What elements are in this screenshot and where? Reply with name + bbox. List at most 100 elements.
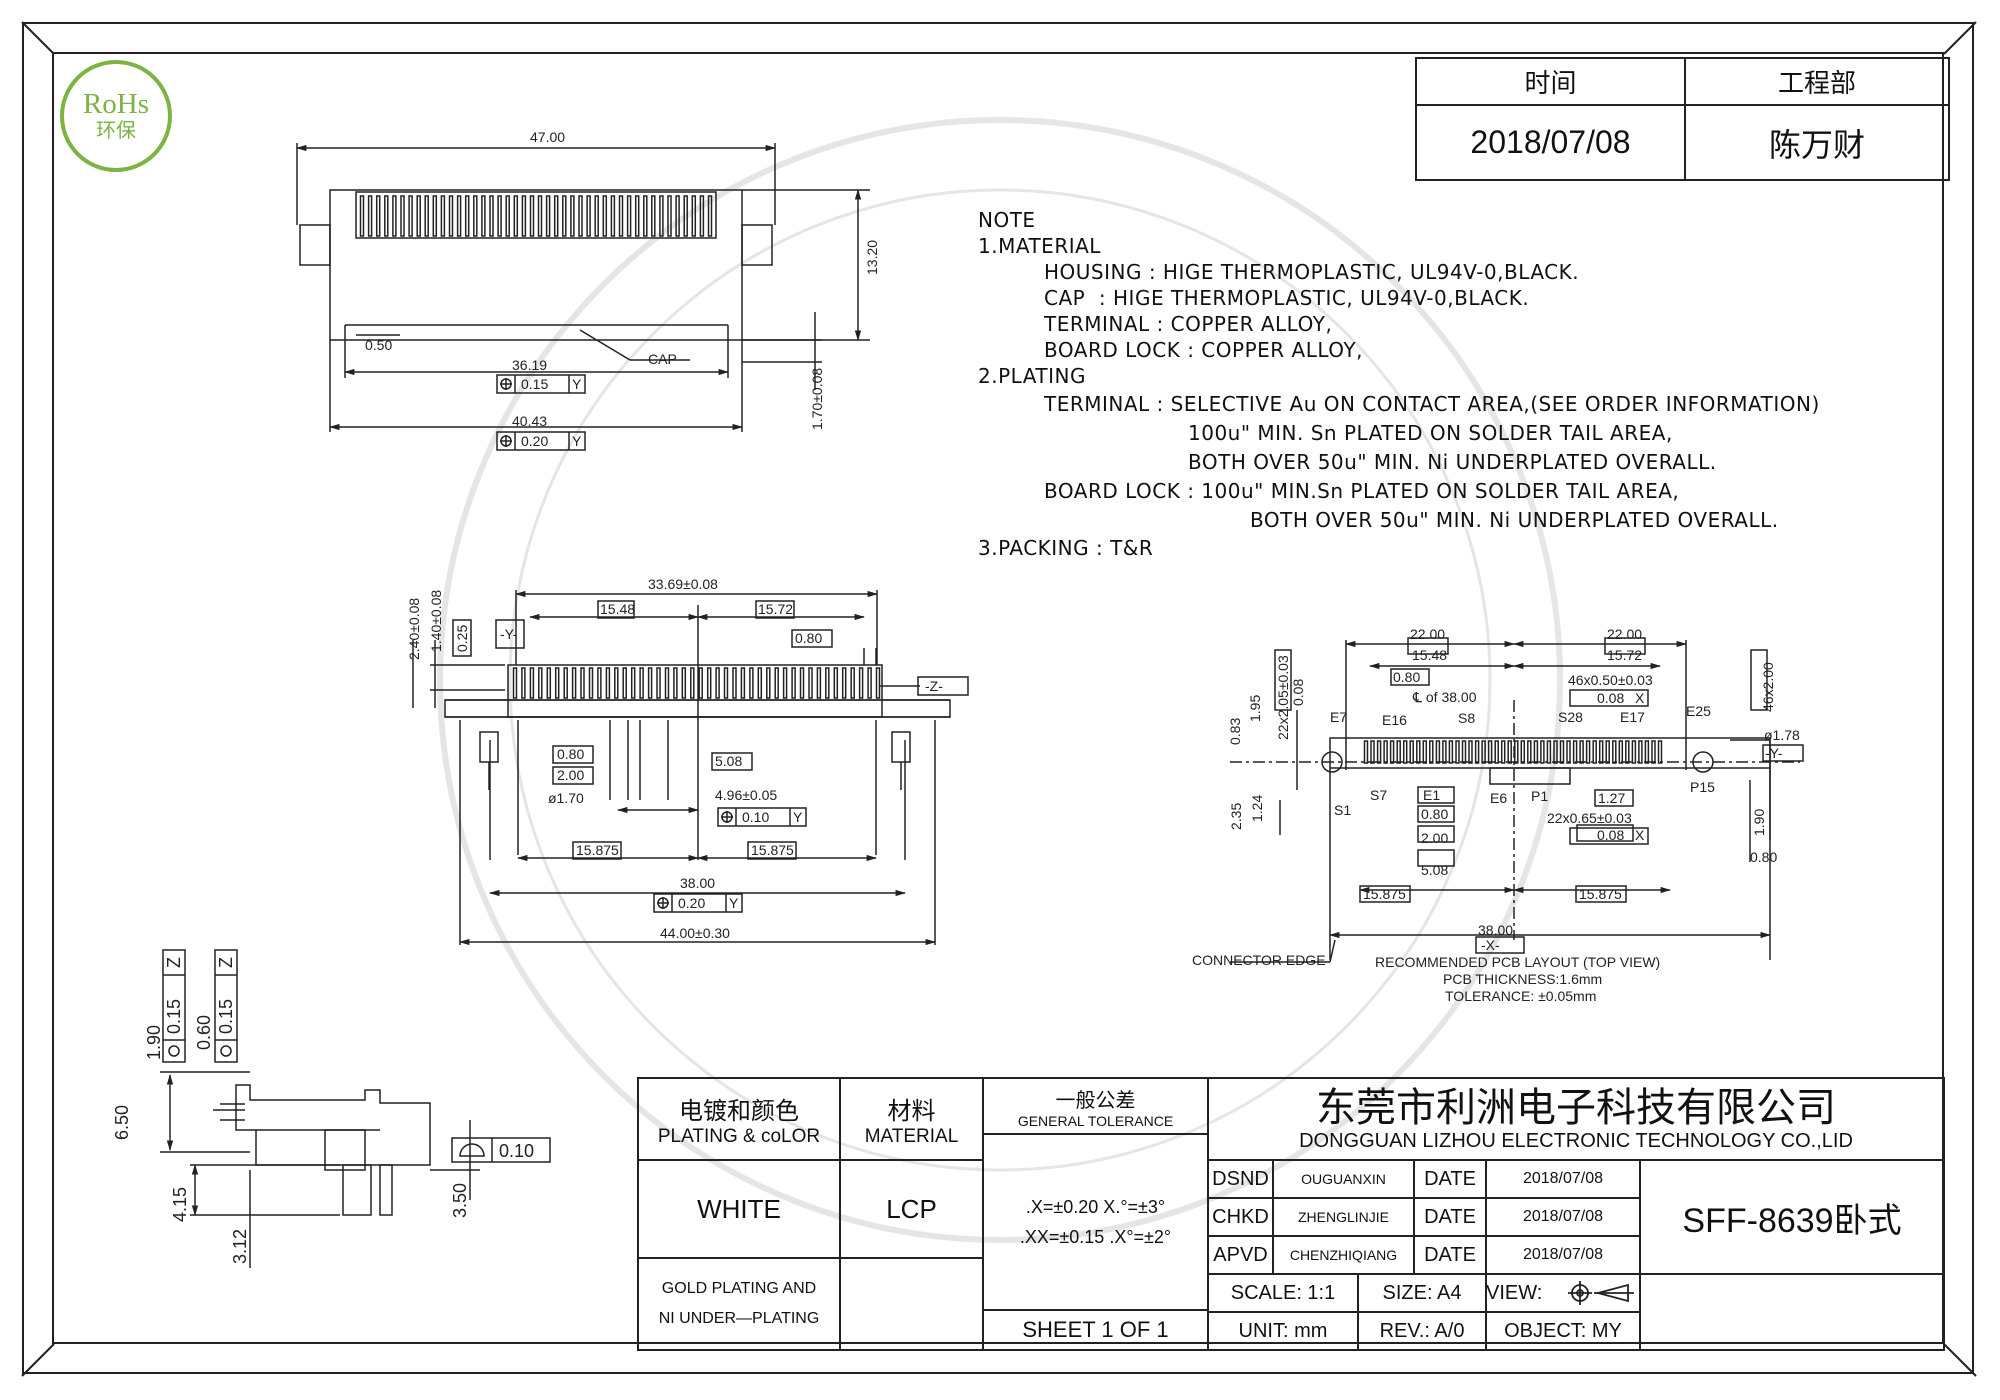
- approval-date-tb: 2018/07/08: [1522, 1246, 1604, 1263]
- contact-pin: [651, 195, 656, 237]
- note-plating-terminal-2: 100u" MIN. Sn PLATED ON SOLDER TAIL AREA…: [1188, 421, 1673, 445]
- datum-y-1: Y: [572, 376, 582, 392]
- pcb-22-00-b: 22.00: [1607, 626, 1642, 642]
- pcb-tol-008-b: 0.08: [1597, 827, 1624, 843]
- contact-pin: [359, 195, 365, 237]
- pcb-pads: [1363, 740, 1663, 764]
- dim-40-43: 40.43: [512, 413, 547, 429]
- tolerance-values: .X=±0.20 X.°=±3° .XX=±0.15 .X°=±2°: [983, 1134, 1208, 1310]
- contact-pin: [384, 195, 389, 237]
- contact-pin: [690, 667, 695, 699]
- contact-pin: [1651, 740, 1656, 764]
- datum-z-front: -Z-: [925, 678, 943, 694]
- frame-corners: [21, 21, 1977, 1377]
- contact-pin: [643, 195, 648, 237]
- pcb-x-a: X: [1635, 690, 1645, 706]
- left-lock: [299, 224, 331, 266]
- dsnd-label: DSND: [1212, 1167, 1269, 1190]
- contact-pin: [424, 195, 429, 237]
- pcb-2-00: 2.00: [1421, 830, 1448, 846]
- contact-pin: [594, 195, 599, 237]
- contact-pin: [1546, 740, 1552, 764]
- pcb-p1: P1: [1531, 788, 1548, 804]
- side-3-12: 3.12: [230, 1229, 250, 1264]
- pcb-5-08: 5.08: [1421, 862, 1448, 878]
- side-0-60: 0.60: [194, 1015, 214, 1050]
- view-symbol: [1568, 1281, 1634, 1305]
- contact-pin: [1598, 740, 1604, 764]
- dim-4-96: 4.96±0.05: [715, 787, 777, 803]
- contact-pin: [1363, 740, 1369, 764]
- tolerance-header-cn: 一般公差: [1055, 1089, 1136, 1112]
- contact-pin: [538, 667, 543, 699]
- company-header: 东莞市利洲电子科技有限公司 DONGGUAN LIZHOU ELECTRONIC…: [1208, 1078, 1944, 1160]
- contact-pin: [571, 667, 577, 699]
- pcb-labels: 22.00 22.00 15.48 15.72 0.80 ℄ of 38.00 …: [1192, 626, 1800, 1004]
- contact-pin: [1487, 740, 1493, 764]
- contact-pin: [1527, 740, 1532, 764]
- contact-pin: [580, 667, 585, 699]
- dept-label: 工程部: [1777, 68, 1856, 98]
- contact-pin: [586, 195, 591, 237]
- revision: REV.: A/0: [1379, 1319, 1465, 1342]
- dim-13-20: 13.20: [864, 240, 880, 275]
- contact-pin: [1644, 740, 1650, 764]
- top-view: [295, 143, 870, 451]
- designer-name: OUGUANXIN: [1301, 1171, 1386, 1187]
- dim-0-25: 0.25: [454, 625, 470, 652]
- pcb-s28: S28: [1558, 709, 1583, 725]
- contact-pin: [825, 667, 830, 699]
- dim-1-40: 1.40±0.08: [428, 590, 444, 652]
- pcb-15-72: 15.72: [1607, 647, 1642, 663]
- contact-pin: [774, 667, 779, 699]
- datum-y-3: Y: [793, 809, 803, 825]
- front-view: [412, 590, 969, 946]
- pcb-tol-008-v: 0.08: [1290, 679, 1306, 706]
- view-label: VIEW:: [1486, 1281, 1543, 1304]
- contact-pin: [588, 667, 594, 699]
- contact-pin: [639, 667, 644, 699]
- part-number: SFF-8639卧式: [1682, 1201, 1902, 1240]
- pcb-centerline: ℄ of 38.00: [1412, 689, 1477, 705]
- company-name-cn: 东莞市利洲电子科技有限公司: [1316, 1085, 1836, 1130]
- pcb-pitch-050: 46x0.50±0.03: [1568, 672, 1653, 688]
- dim-47: 47.00: [530, 129, 565, 145]
- finish-note: GOLD PLATING AND NI UNDER—PLATING: [638, 1258, 840, 1350]
- pcb-p15: P15: [1690, 779, 1715, 795]
- dim-15-48: 15.48: [600, 601, 635, 617]
- dim-0-80-b: 0.80: [557, 746, 584, 762]
- contact-pin: [1566, 740, 1571, 764]
- pcb-15-875-b: 15.875: [1579, 886, 1622, 902]
- tolerance-header: 一般公差 GENERAL TOLERANCE: [983, 1078, 1208, 1134]
- contact-pin: [808, 667, 813, 699]
- contact-pin: [408, 195, 413, 237]
- contact-pin: [706, 667, 712, 699]
- tolerance-header-en: GENERAL TOLERANCE: [1017, 1112, 1174, 1129]
- note-plating-lock-1: BOARD LOCK : 100u" MIN.Sn PLATED ON SOLD…: [1044, 479, 1680, 503]
- pcb-0-80-a: 0.80: [1393, 669, 1420, 685]
- date-label-1: DATE: [1424, 1167, 1476, 1190]
- pcb-datum-y: -Y-: [1765, 745, 1783, 761]
- dim-1-70: 1.70±0.08: [809, 368, 825, 430]
- contact-pin: [1657, 740, 1663, 764]
- pcb-2-35: 2.35: [1228, 803, 1244, 830]
- material-value: LCP: [886, 1193, 937, 1224]
- note-cap: CAP : HIGE THERMOPLASTIC, UL94V-0,BLACK.: [1044, 286, 1530, 310]
- contact-pin: [1370, 740, 1375, 764]
- material-header: 材料 MATERIAL: [840, 1078, 983, 1160]
- contact-pin: [757, 667, 763, 699]
- contact-pin: [554, 667, 560, 699]
- pcb-22x2-05: 22x2.05±0.03: [1275, 655, 1291, 740]
- contact-pin: [392, 195, 397, 237]
- contact-pin: [1638, 740, 1643, 764]
- tol-0-10: 0.10: [742, 809, 769, 825]
- contact-pin: [691, 195, 697, 237]
- contact-pin: [505, 195, 510, 237]
- contact-pin: [1572, 740, 1578, 764]
- contact-pin: [749, 667, 754, 699]
- top-pins: [359, 195, 713, 237]
- contact-pin: [1625, 740, 1630, 764]
- pcb-x-b: X: [1635, 827, 1645, 843]
- side-z-a: Z: [164, 957, 184, 968]
- contact-pin: [440, 195, 446, 237]
